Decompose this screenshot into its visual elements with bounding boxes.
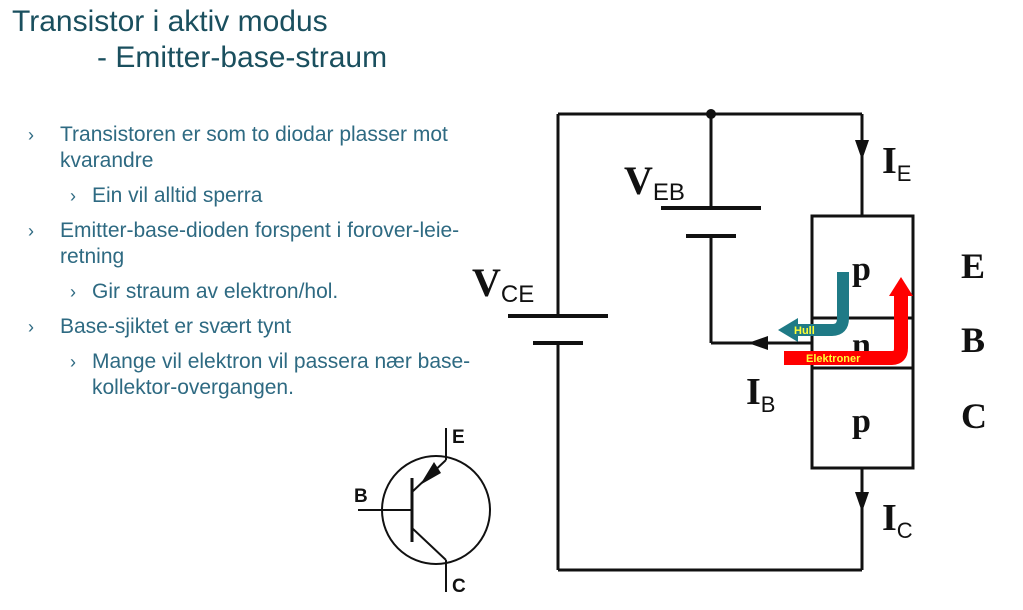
bullet-item: › Base-sjiktet er svært tynt [28,314,478,340]
ib-label: IB [746,371,775,417]
bullet-text: Transistoren er som to diodar plasser mo… [60,123,448,172]
hull-arrow-icon [778,272,849,342]
side-label-b: B [961,320,985,360]
elektroner-label: Elektroner [806,353,861,365]
bullet-marker-icon: › [28,317,34,337]
vce-battery-icon [508,314,608,345]
ic-sub: C [897,518,913,543]
hull-label: Hull [794,325,815,337]
symbol-collector-line [411,527,447,561]
ie-main: I [882,140,897,182]
sub-bullet-item: › Gir straum av elektron/hol. [28,279,478,305]
bullet-text: Ein vil alltid sperra [92,184,263,207]
ib-arrow-icon [748,336,768,350]
bullet-marker-icon: › [28,221,34,241]
sub-bullet-item: › Ein vil alltid sperra [28,183,478,209]
bullet-marker-icon: › [70,186,76,206]
pnp-transistor-symbol-icon: E B C [354,427,491,597]
bullet-text: Base-sjiktet er svært tynt [60,315,292,338]
title-line-2: - Emitter-base-straum [97,41,388,74]
bullet-item: › Transistoren er som to diodar plasser … [28,122,478,174]
ie-sub: E [897,161,912,186]
ib-main: I [746,371,761,413]
bullet-marker-icon: › [28,125,34,145]
slide-title: Transistor i aktiv modus - Emitter-base-… [12,4,387,76]
veb-battery-icon [661,206,761,238]
ib-sub: B [761,392,776,417]
symbol-emitter-arrow-icon [420,462,441,485]
bullet-item: › Emitter-base-dioden forspent i forover… [28,218,478,270]
electron-arrow-icon [784,277,913,365]
vce-label: VCE [472,260,534,308]
side-label-e: E [961,246,985,286]
symbol-label-e: E [452,427,465,448]
bullet-list: › Transistoren er som to diodar plasser … [28,122,478,410]
bullet-text: Mange vil elektron vil passera nær base-… [92,350,471,399]
sub-bullet-item: › Mange vil elektron vil passera nær bas… [28,349,478,401]
title-line-1: Transistor i aktiv modus [12,5,328,38]
layer-label-bottom-p: p [852,403,871,440]
vce-main: V [472,260,501,305]
bullet-marker-icon: › [70,352,76,372]
veb-sub: EB [653,179,685,206]
ic-main: I [882,497,897,539]
side-label-c: C [961,396,987,436]
veb-label: VEB [624,158,685,206]
layer-label-top-p: p [852,251,871,288]
bullet-marker-icon: › [70,282,76,302]
veb-main: V [624,158,653,203]
ie-arrow-icon [855,140,869,160]
symbol-label-b: B [354,486,368,507]
bullet-text: Gir straum av elektron/hol. [92,280,339,303]
ie-label: IE [882,140,911,186]
ic-label: IC [882,497,913,543]
symbol-label-c: C [452,576,466,597]
ic-arrow-icon [855,492,869,512]
bullet-text: Emitter-base-dioden forspent i forover-l… [60,219,460,268]
junction-dot [706,109,716,119]
vce-sub: CE [501,281,534,308]
